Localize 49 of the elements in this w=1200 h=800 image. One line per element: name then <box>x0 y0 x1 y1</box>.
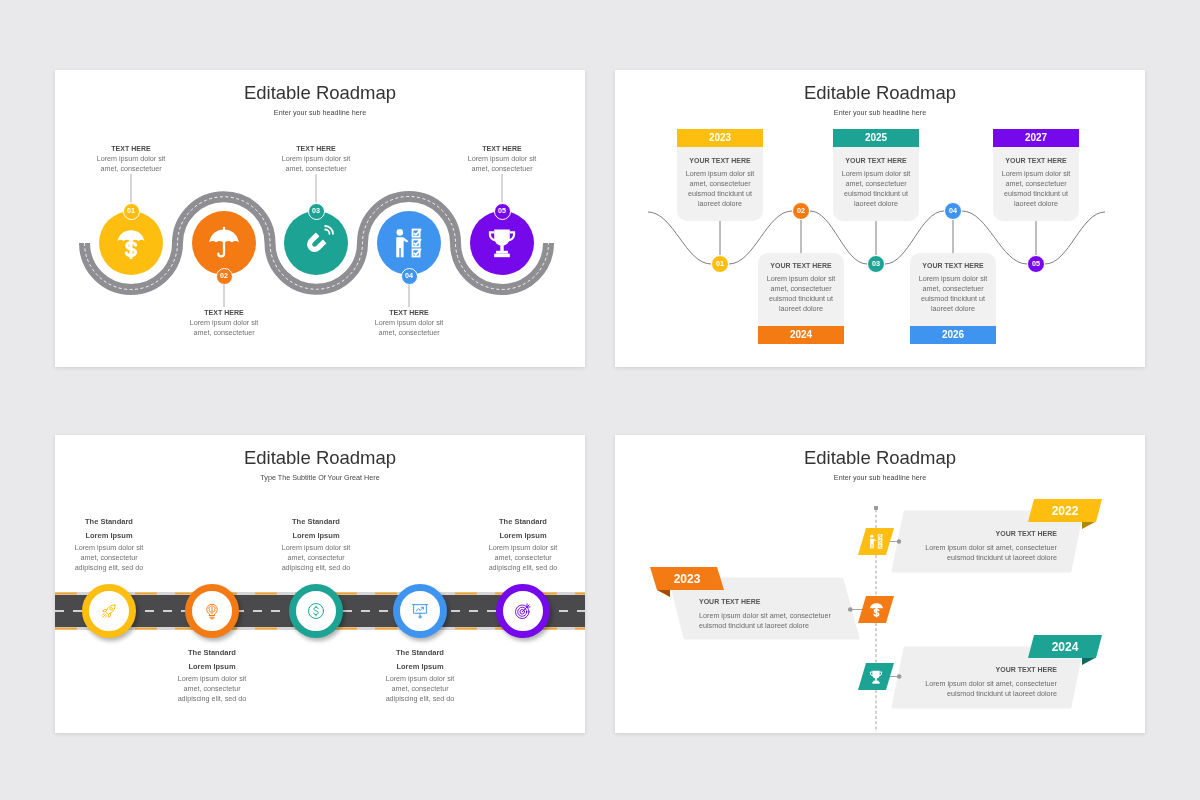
slide-title: Editable Roadmap <box>243 81 397 105</box>
milestone-circle <box>284 211 348 275</box>
leader-line <box>1035 220 1037 256</box>
slide-title: Editable Roadmap <box>243 446 397 470</box>
milestone-circle <box>289 584 343 638</box>
leader-line <box>501 173 503 203</box>
slide-title: Editable Roadmap <box>803 81 957 105</box>
year-header: 2024 <box>758 326 844 344</box>
wave-line <box>728 210 793 265</box>
leader-line <box>719 220 721 256</box>
leader-line <box>315 173 317 203</box>
year-label: 2022 <box>1051 503 1079 518</box>
leader-line <box>952 219 954 254</box>
slide-panel <box>55 70 585 367</box>
wave-line <box>961 210 1028 265</box>
timeline-line <box>875 554 877 597</box>
milestone-circle <box>393 584 447 638</box>
leader-line <box>800 219 802 254</box>
year-label: 2023 <box>673 571 701 586</box>
slide-panel <box>615 70 1145 367</box>
leader-line <box>223 284 225 308</box>
milestone-circle <box>82 584 136 638</box>
leader-line <box>408 284 410 308</box>
year-header: 2027 <box>993 129 1079 147</box>
leader-line <box>875 220 877 256</box>
wave-line <box>884 210 945 265</box>
wave-line <box>809 210 868 265</box>
milestone-circle <box>496 584 550 638</box>
milestone-circle <box>185 584 239 638</box>
year-header: 2023 <box>677 129 763 147</box>
year-header: 2026 <box>910 326 996 344</box>
wave-line <box>1044 211 1106 265</box>
roadmap-card <box>677 129 763 221</box>
slide-title: Editable Roadmap <box>803 446 957 470</box>
wave-line <box>647 211 712 265</box>
roadmap-card <box>833 129 919 221</box>
milestone-circle <box>470 211 534 275</box>
leader-line <box>130 173 132 203</box>
milestone-circle <box>99 211 163 275</box>
year-header: 2025 <box>833 129 919 147</box>
slide-panel <box>55 435 585 733</box>
year-label: 2024 <box>1051 639 1079 654</box>
milestone-circle <box>377 211 441 275</box>
roadmap-card <box>993 129 1079 221</box>
roadmap-card <box>910 253 996 344</box>
slide-panel <box>615 435 1145 733</box>
roadmap-card <box>758 253 844 344</box>
milestone-circle <box>192 211 256 275</box>
timeline-line <box>875 622 877 664</box>
